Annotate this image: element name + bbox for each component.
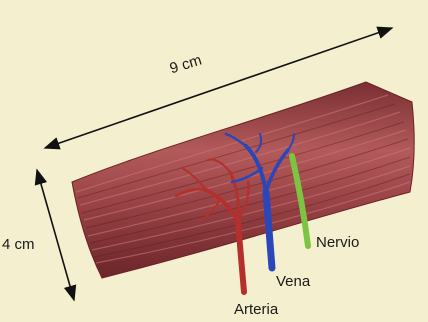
- nerve-label: Nervio: [316, 235, 359, 250]
- vein-label: Vena: [276, 274, 310, 289]
- artery-label: Arteria: [234, 302, 278, 317]
- width-arrow: [37, 170, 74, 300]
- width-label: 4 cm: [2, 237, 35, 252]
